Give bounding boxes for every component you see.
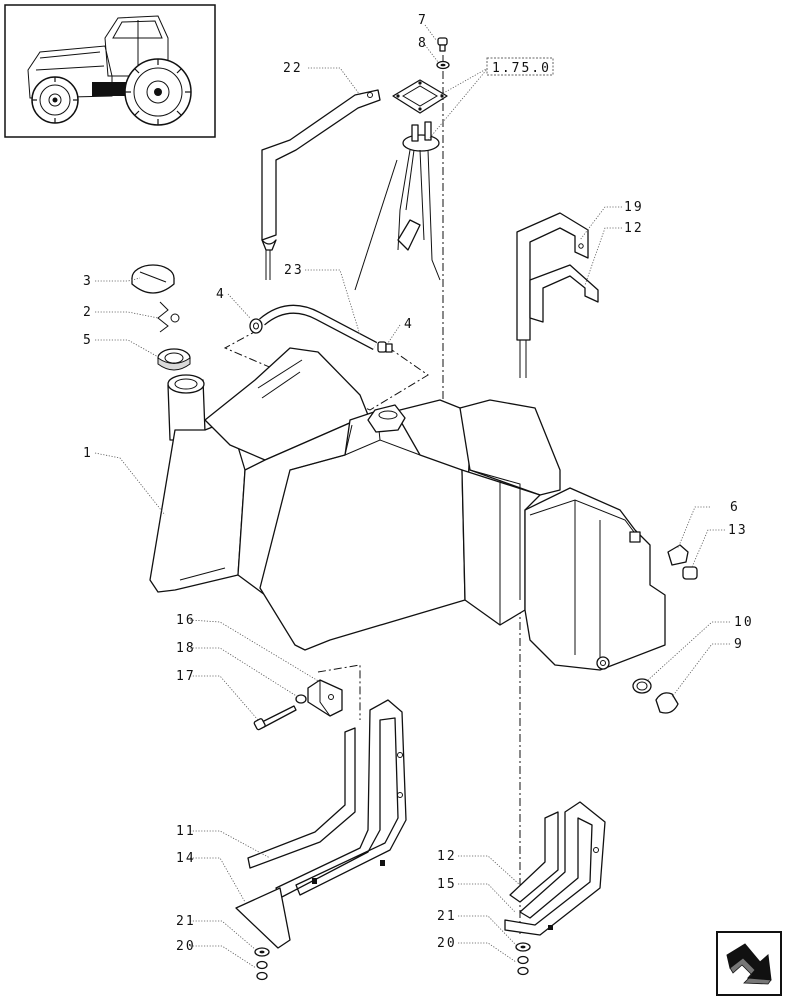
callout-15: 15 [437,877,457,892]
callout-22: 22 [283,61,303,76]
part-4-hose-clip-right [377,341,393,353]
part-14-support [235,699,407,949]
part-10-hose-clamp [632,678,652,694]
callout-16: 16 [176,613,196,628]
part-17-bolt [253,705,297,731]
part-6-clamp [667,544,689,566]
callout-7: 7 [418,13,428,28]
callout-10: 10 [734,615,754,630]
callout-11: 11 [176,824,196,839]
callout-8: 8 [418,36,428,51]
part-9-cap [655,692,679,714]
reference-box-1-75-0[interactable]: 1.75.0 [486,57,554,76]
part-20-nut-left [256,960,268,981]
callout-6: 6 [730,500,740,515]
part-21-washer-left [254,947,270,957]
part-23-vent-hose [259,304,378,350]
callout-19: 19 [624,200,644,215]
part-22-strap [261,89,381,280]
callout-14: 14 [176,851,196,866]
callout-4-left: 4 [216,287,226,302]
callout-21-right: 21 [437,909,457,924]
leader-lines [94,24,730,969]
part-12-pad [529,264,599,323]
callout-labels: 7 8 22 19 12 3 2 5 23 4 4 1 6 13 16 18 1… [83,13,754,954]
part-5-filler-seal [157,348,191,371]
part-20-nut-right [517,955,529,976]
reference-box-label: 1.75.0 [492,61,551,76]
callout-3: 3 [83,274,93,289]
part-11-pad [247,727,356,869]
next-page-arrow-icon[interactable] [716,931,782,996]
callout-1: 1 [83,446,93,461]
part-16-bracket [307,679,343,717]
part-3-filler-cap [131,264,175,294]
fuel-sender-unit [354,121,441,291]
fuel-sender-gasket [392,79,448,114]
callout-4-right: 4 [404,317,414,332]
part-8-washer [436,60,450,70]
part-12-pad-lower [509,811,559,903]
part-13-plug [682,566,698,580]
callout-20-right: 20 [437,936,457,951]
part-1-fuel-tank [149,347,666,671]
callout-18: 18 [176,641,196,656]
part-15-support [504,801,606,936]
assembly-axes [223,55,521,935]
part-18-washer [295,694,307,704]
part-2-retaining-chain [157,301,180,333]
callout-20-left: 20 [176,939,196,954]
part-21-washer-right [515,942,531,952]
part-4-hose-clip-left [249,318,263,334]
callout-13: 13 [728,523,748,538]
tractor-thumbnail-icon[interactable] [4,4,216,138]
part-19-strap [516,212,589,378]
callout-9: 9 [734,637,744,652]
callout-21-left: 21 [176,914,196,929]
callout-23: 23 [284,263,304,278]
callout-17: 17 [176,669,196,684]
callout-2: 2 [83,305,93,320]
part-7-screw [437,37,448,52]
callout-12-upper: 12 [624,221,644,236]
callout-12-lower: 12 [437,849,457,864]
callout-5: 5 [83,333,93,348]
